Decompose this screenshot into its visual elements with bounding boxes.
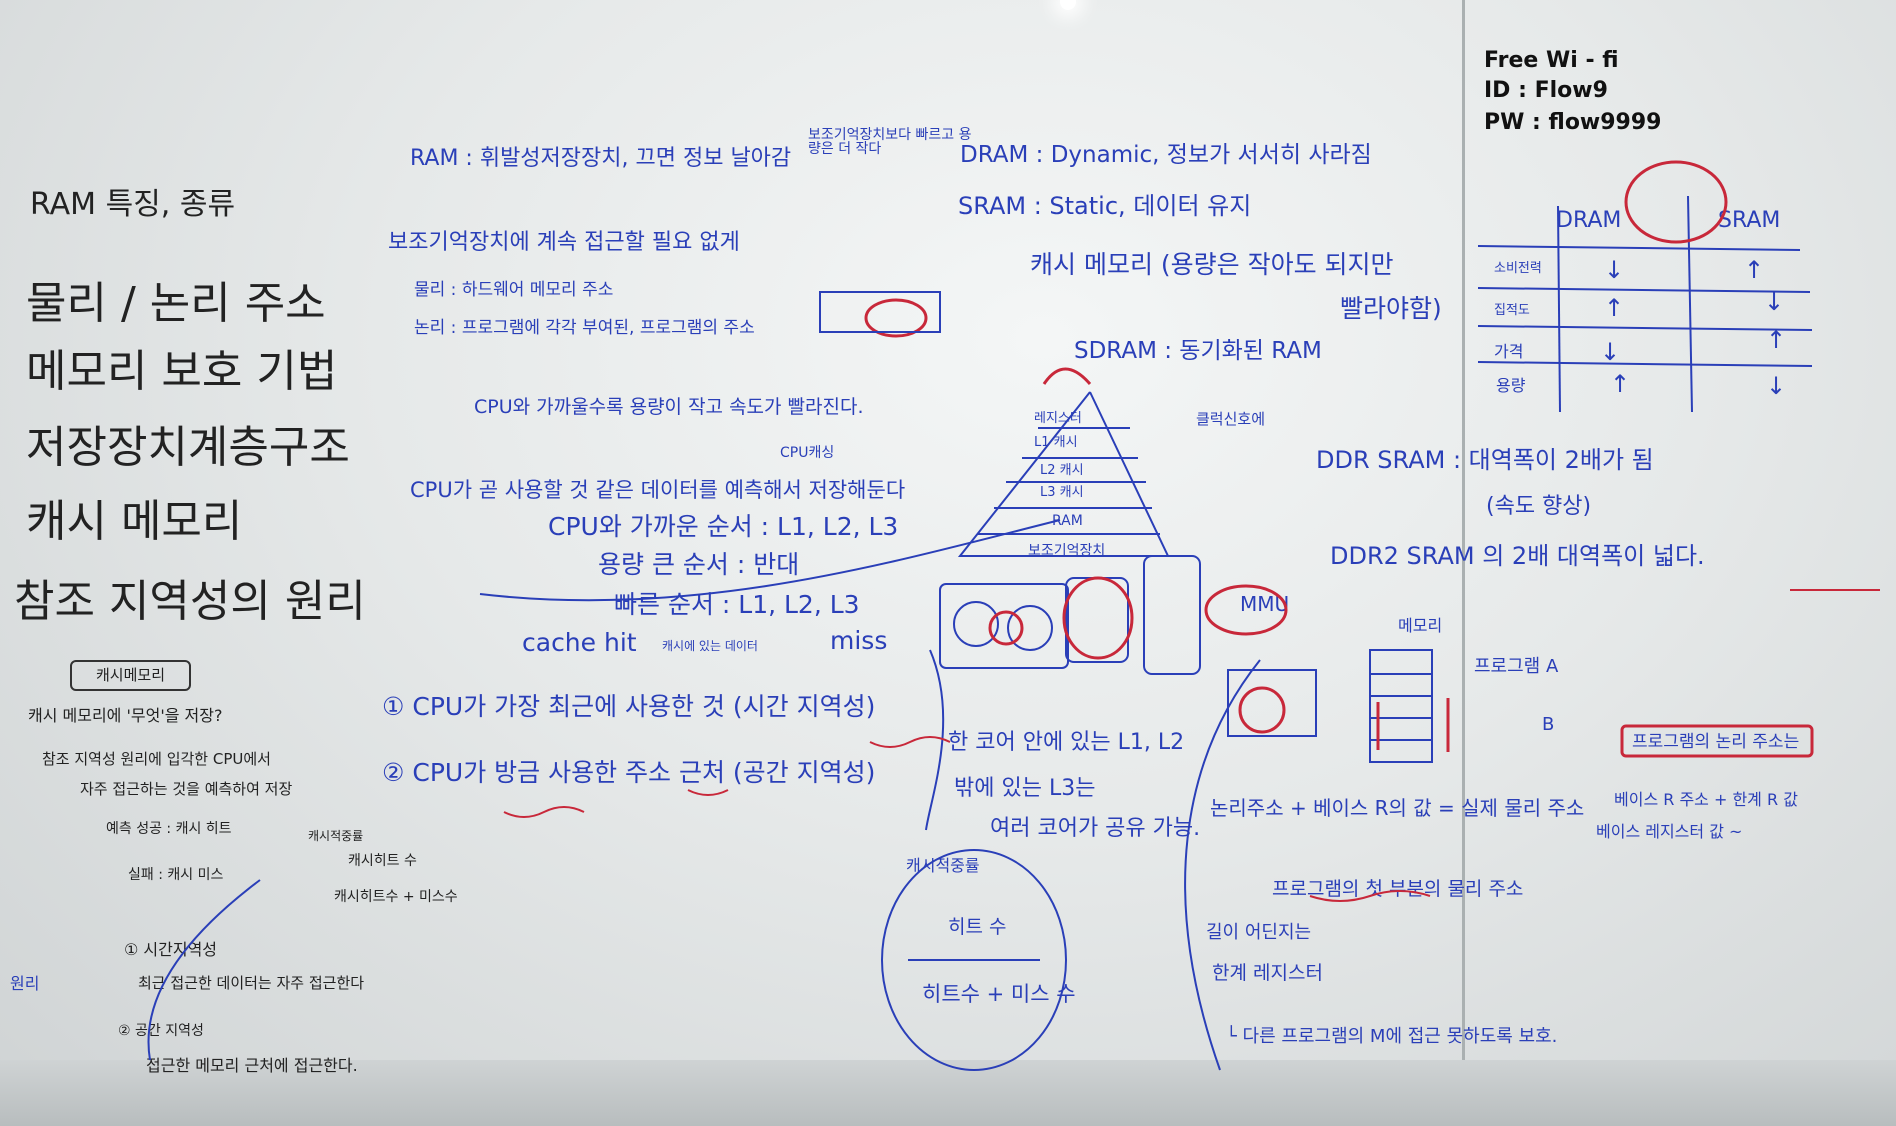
hit-rate-label: 캐시적중률 bbox=[308, 829, 364, 843]
hit-ratio-numerator: 히트 수 bbox=[948, 916, 1007, 938]
board-seam bbox=[1462, 0, 1465, 1126]
pyramid-level-aux: 보조기억장치 bbox=[1028, 543, 1106, 559]
pyramid-level-register: 레지스터 bbox=[1034, 411, 1082, 426]
sdram-note: SDRAM : 동기화된 RAM bbox=[1074, 338, 1322, 364]
principle-side-label: 원리 bbox=[10, 974, 40, 993]
table-row-power-sram: ↑ bbox=[1744, 256, 1765, 284]
ceiling-light bbox=[1060, 0, 1076, 10]
table-row-capacity-dram: ↑ bbox=[1610, 370, 1631, 398]
base-plus-limit: 베이스 R 주소 + 한계 R 값 bbox=[1614, 790, 1798, 809]
cache-hit-note: 캐시에 있는 데이터 bbox=[662, 639, 758, 653]
hit-frac-bottom: 캐시히트수 + 미스수 bbox=[334, 889, 458, 905]
board-bottom-edge bbox=[0, 1060, 1896, 1126]
topic-address: 물리 / 논리 주소 bbox=[26, 278, 326, 329]
address-formula: 논리주소 + 베이스 R의 값 = 실제 물리 주소 bbox=[1210, 796, 1585, 820]
time-locality-desc: 최근 접근한 데이터는 자주 접근한다 bbox=[138, 974, 365, 992]
predict-fail: 실패 : 캐시 미스 bbox=[128, 867, 224, 883]
mmu-label: MMU bbox=[1240, 592, 1290, 616]
table-header-sram: SRAM bbox=[1718, 208, 1781, 233]
core-note-3: 여러 코어가 공유 가능. bbox=[990, 816, 1201, 841]
logical-address-note: 논리 : 프로그램에 각각 부여된, 프로그램의 주소 bbox=[414, 318, 755, 338]
topic-hierarchy: 저장장치계층구조 bbox=[26, 422, 350, 473]
space-locality-note: ② CPU가 방금 사용한 주소 근처 (공간 지역성) bbox=[382, 758, 876, 787]
wifi-password: PW : flow9999 bbox=[1484, 110, 1662, 135]
table-row-label-density: 집적도 bbox=[1494, 303, 1530, 318]
base-register-value: 베이스 레지스터 값 ~ bbox=[1596, 822, 1743, 841]
core-note-1: 한 코어 안에 있는 L1, L2 bbox=[948, 730, 1185, 755]
program-b-label: B bbox=[1542, 714, 1555, 735]
hit-ratio-denominator: 히트수 + 미스 수 bbox=[922, 982, 1076, 1006]
wifi-id: ID : Flow9 bbox=[1484, 78, 1608, 103]
time-locality: ① 시간지역성 bbox=[124, 940, 218, 959]
table-row-label-price: 가격 bbox=[1494, 342, 1524, 361]
wifi-title: Free Wi - fi bbox=[1484, 48, 1619, 73]
pyramid-level-l1: L1 캐시 bbox=[1034, 435, 1078, 450]
cache-answer-2: 자주 접근하는 것을 예측하여 저장 bbox=[80, 780, 293, 798]
pyramid-level-ram: RAM bbox=[1052, 513, 1083, 529]
space-locality-desc: 접근한 메모리 근처에 접근한다. bbox=[146, 1056, 358, 1075]
physical-address-note: 물리 : 하드웨어 메모리 주소 bbox=[414, 280, 614, 300]
cpu-caching-note: CPU캐싱 bbox=[780, 445, 835, 461]
order-fast: 빠른 순서 : L1, L2, L3 bbox=[614, 590, 860, 619]
program-a-label: 프로그램 A bbox=[1474, 656, 1559, 677]
topic-locality: 참조 지역성의 원리 bbox=[14, 576, 366, 627]
space-locality: ② 공간 지역성 bbox=[118, 1023, 204, 1039]
memory-label: 메모리 bbox=[1398, 616, 1443, 635]
first-physical-address: 프로그램의 첫 부분의 물리 주소 bbox=[1272, 878, 1524, 900]
ddr-speed-note: (속도 향상) bbox=[1486, 494, 1592, 519]
ddr-note: DDR SRAM : 대역폭이 2배가 됨 bbox=[1316, 446, 1654, 474]
ddr2-note: DDR2 SRAM 의 2배 대역폭이 넓다. bbox=[1330, 542, 1705, 570]
order-size: 용량 큰 순서 : 반대 bbox=[598, 550, 800, 579]
closer-note: CPU와 가까울수록 용량이 작고 속도가 빨라진다. bbox=[474, 396, 864, 418]
table-row-density-dram: ↑ bbox=[1604, 294, 1625, 322]
ram-aside: 보조기억장치보다 빠르고 용량은 더 작다 bbox=[808, 127, 972, 157]
table-header-dram: DRAM bbox=[1556, 208, 1622, 233]
topic-protect: 메모리 보호 기법 bbox=[26, 346, 338, 397]
limit-register: 한계 레지스터 bbox=[1212, 962, 1323, 984]
ram-definition: RAM : 휘발성저장장치, 끄면 정보 날아감 bbox=[410, 146, 792, 171]
aux-storage-note: 보조기억장치에 계속 접근할 필요 없게 bbox=[388, 230, 740, 255]
table-row-label-capacity: 용량 bbox=[1496, 376, 1526, 395]
cache-answer-1: 참조 지역성 원리에 입각한 CPU에서 bbox=[42, 750, 271, 768]
hit-ratio-title: 캐시적중률 bbox=[906, 856, 980, 875]
pyramid-level-l3: L3 캐시 bbox=[1040, 485, 1084, 500]
cpu-predict-note: CPU가 곧 사용할 것 같은 데이터를 예측해서 저장해둔다 bbox=[410, 478, 906, 502]
table-row-capacity-sram: ↓ bbox=[1766, 372, 1787, 400]
cache-box-title: 캐시메모리 bbox=[70, 660, 192, 691]
cache-memory-note: 캐시 메모리 (용량은 작아도 되지만 bbox=[1030, 250, 1394, 279]
core-note-2: 밖에 있는 L3는 bbox=[954, 776, 1096, 801]
cache-question: 캐시 메모리에 '무엇'을 저장? bbox=[28, 706, 223, 725]
hit-frac-top: 캐시히트 수 bbox=[348, 853, 417, 869]
table-row-density-sram: ↓ bbox=[1764, 288, 1785, 316]
cache-memory-note-2: 빨라야함) bbox=[1340, 294, 1442, 323]
length-note: 길이 어딘지는 bbox=[1206, 922, 1312, 943]
topic-ram: RAM 특징, 종류 bbox=[30, 187, 236, 222]
table-row-price-sram: ↑ bbox=[1766, 326, 1787, 354]
order-close: CPU와 가까운 순서 : L1, L2, L3 bbox=[548, 512, 899, 541]
cache-hit-label: cache hit bbox=[522, 628, 637, 657]
sram-note: SRAM : Static, 데이터 유지 bbox=[958, 192, 1252, 220]
pyramid-level-l2: L2 캐시 bbox=[1040, 463, 1084, 478]
clock-note: 클럭신호에 bbox=[1196, 410, 1266, 428]
table-row-power-dram: ↓ bbox=[1604, 256, 1625, 284]
logical-address-box: 프로그램의 논리 주소는 bbox=[1632, 732, 1800, 752]
table-row-price-dram: ↓ bbox=[1600, 338, 1621, 366]
cache-miss-label: miss bbox=[830, 626, 888, 655]
table-row-label-power: 소비전력 bbox=[1494, 261, 1542, 276]
protect-note: └ 다른 프로그램의 M에 접근 못하도록 보호. bbox=[1226, 1026, 1558, 1047]
predict-success: 예측 성공 : 캐시 히트 bbox=[106, 821, 232, 837]
topic-cache: 캐시 메모리 bbox=[26, 496, 243, 547]
time-locality-note: ① CPU가 가장 최근에 사용한 것 (시간 지역성) bbox=[382, 692, 876, 721]
dram-note: DRAM : Dynamic, 정보가 서서히 사라짐 bbox=[960, 142, 1372, 168]
